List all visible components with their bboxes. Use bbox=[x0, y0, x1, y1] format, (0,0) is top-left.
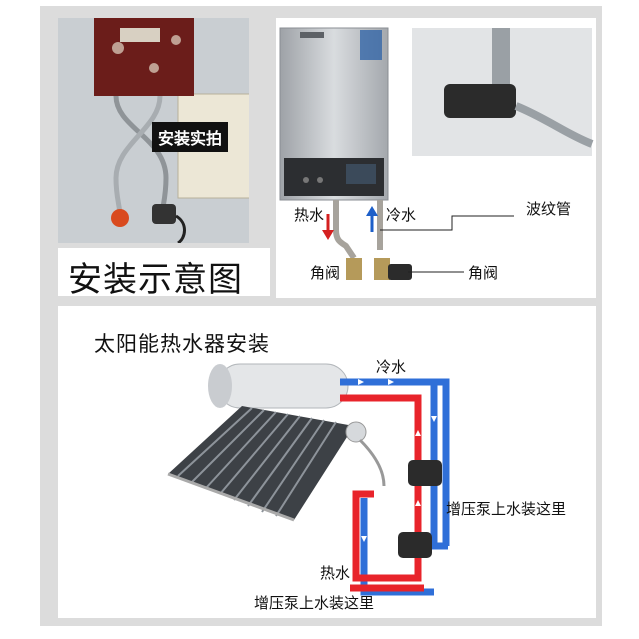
angle-valve-label-right: 角阀 bbox=[468, 264, 499, 282]
cold-water-label: 冷水 bbox=[386, 206, 417, 224]
install-diagram-title: 安装示意图 bbox=[68, 260, 243, 296]
pump-closeup-icon bbox=[444, 84, 516, 118]
solar-install-title: 太阳能热水器安装 bbox=[94, 332, 270, 356]
water-heater-drawing bbox=[279, 27, 594, 280]
booster-pump-icon bbox=[388, 264, 412, 280]
water-heater-panel: 热水 冷水 波纹管 角阀 角阀 bbox=[276, 18, 596, 298]
photo-label: 安装实拍 bbox=[152, 122, 229, 152]
solar-collector-tubes bbox=[168, 406, 354, 520]
hot-water-label: 热水 bbox=[294, 206, 325, 224]
install-diagram-title-panel: 安装示意图 bbox=[58, 248, 270, 296]
solar-cold-water-label: 冷水 bbox=[376, 358, 407, 376]
energy-label-icon bbox=[360, 30, 382, 60]
solar-heater-drawing bbox=[167, 363, 450, 596]
solar-hot-water-label: 热水 bbox=[320, 564, 351, 582]
cold-arrow-icon bbox=[366, 206, 378, 216]
booster-pump-right-icon bbox=[408, 460, 442, 486]
solar-tank bbox=[217, 363, 349, 409]
hot-arrow-icon bbox=[322, 230, 334, 240]
angle-valve-icon bbox=[111, 209, 129, 227]
angle-valve-label-left: 角阀 bbox=[310, 264, 341, 282]
hot-pipe bbox=[340, 394, 422, 582]
shower-head-icon bbox=[345, 421, 367, 443]
booster-pump-bottom-icon bbox=[398, 532, 432, 558]
bellows-pipe-label: 波纹管 bbox=[526, 200, 572, 218]
solar-heater-panel: 太阳能热水器安装 冷水 增压泵上水装这里 热水 增压泵上水装这里 bbox=[58, 306, 596, 618]
angle-valve-right bbox=[374, 258, 390, 280]
angle-valve-left bbox=[346, 258, 362, 280]
pump-install-label-right: 增压泵上水装这里 bbox=[446, 500, 567, 518]
pump-install-label-bottom: 增压泵上水装这里 bbox=[254, 594, 375, 612]
pump-icon bbox=[152, 204, 176, 224]
